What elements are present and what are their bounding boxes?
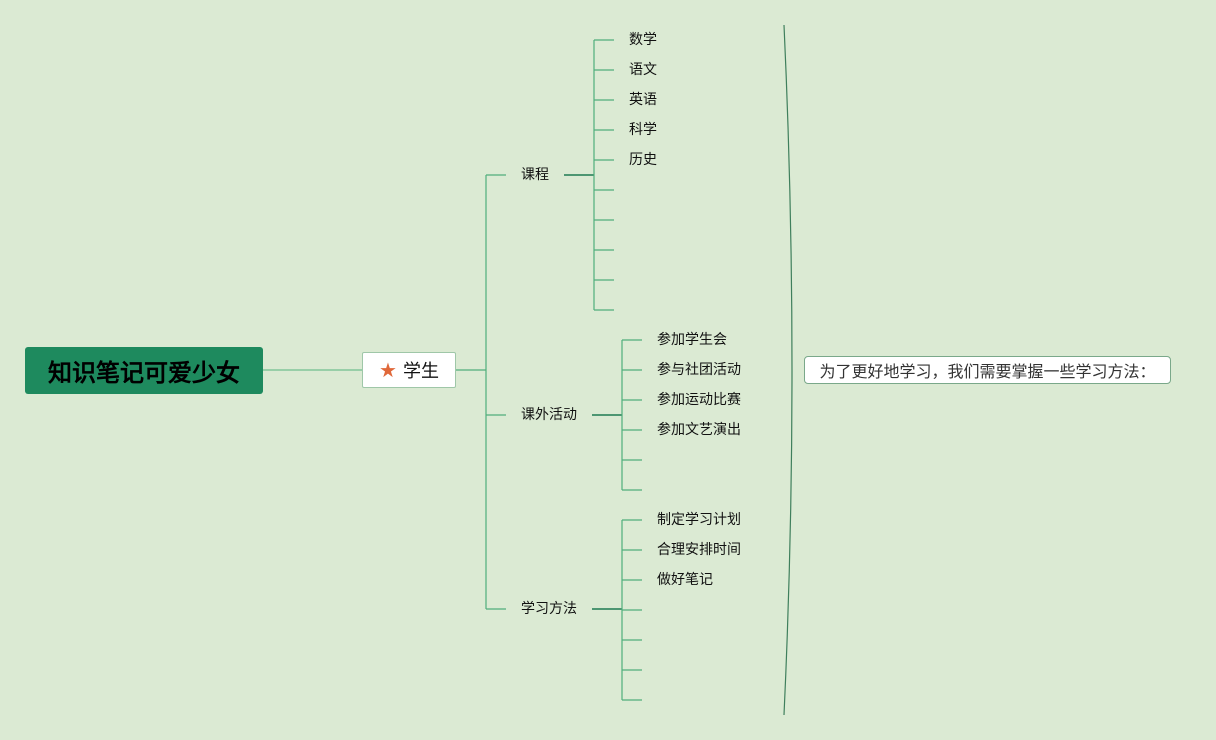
- topic-item[interactable]: 语文: [629, 62, 657, 78]
- topic-item[interactable]: 参加文艺演出: [657, 422, 741, 438]
- main-topic-label: 学生: [402, 361, 439, 382]
- summary-topic[interactable]: 为了更好地学习，我们需要掌握一些学习方法：: [804, 356, 1171, 384]
- topic-item[interactable]: 制定学习计划: [657, 512, 741, 528]
- summary-label: 为了更好地学习，我们需要掌握一些学习方法：: [819, 362, 1156, 381]
- branch-activities[interactable]: 课外活动: [521, 407, 577, 423]
- topic-item[interactable]: 历史: [629, 152, 657, 168]
- connector-branch-activities: [592, 339, 642, 491]
- topic-item[interactable]: 数学: [629, 32, 657, 48]
- topic-item[interactable]: 参加学生会: [657, 332, 727, 348]
- topic-item[interactable]: 参加运动比赛: [657, 392, 741, 408]
- topic-item[interactable]: 做好笔记: [657, 572, 713, 588]
- topic-item[interactable]: 合理安排时间: [657, 542, 741, 558]
- branch-methods[interactable]: 学习方法: [521, 601, 577, 617]
- connector-branch-courses: [564, 39, 614, 311]
- star-icon: ★: [379, 358, 397, 382]
- connector-main-branches: [456, 174, 506, 610]
- topic-item[interactable]: 参与社团活动: [657, 362, 741, 378]
- summary-brace: [783, 24, 793, 716]
- main-topic-student[interactable]: ★ 学生: [362, 352, 456, 388]
- topic-item[interactable]: 英语: [629, 92, 657, 108]
- connector-branch-methods: [592, 519, 642, 701]
- root-topic-label: 知识笔记可爱少女: [48, 359, 240, 387]
- topic-item[interactable]: 科学: [629, 122, 657, 138]
- branch-courses[interactable]: 课程: [521, 167, 549, 183]
- root-topic[interactable]: 知识笔记可爱少女: [25, 347, 263, 394]
